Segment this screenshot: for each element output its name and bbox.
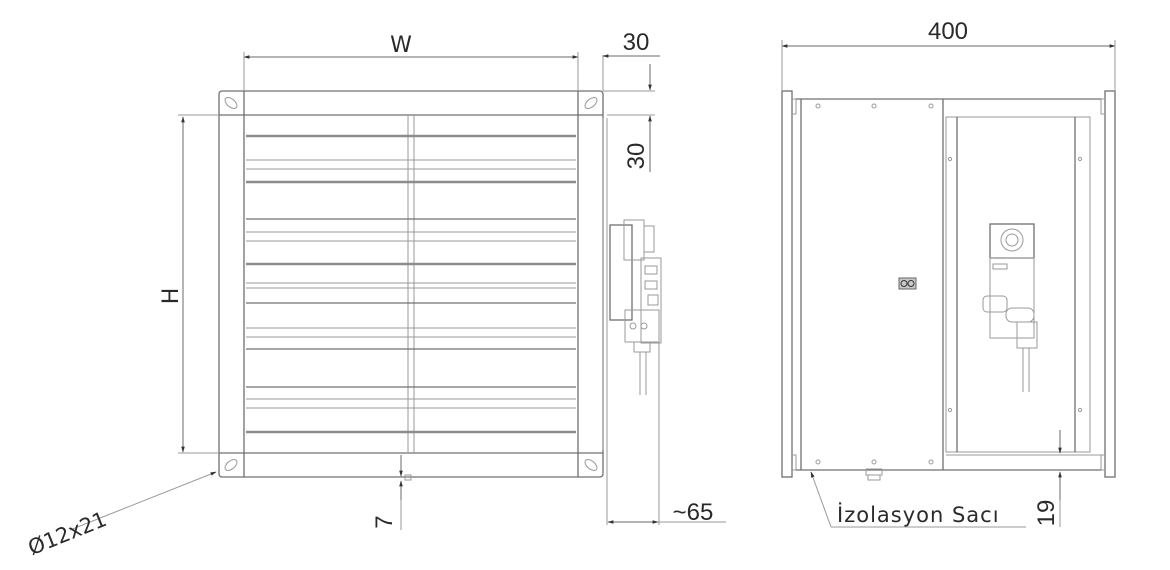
- dimension-30-side: 30: [623, 143, 650, 170]
- front-view: [218, 90, 662, 481]
- damper-blades: [246, 134, 576, 434]
- dimension-65: ~65: [673, 499, 714, 526]
- dimension-h: H: [159, 288, 184, 305]
- insulation-sheet-label: İzolasyon Sacı: [837, 502, 1000, 527]
- dimension-7: 7: [371, 515, 398, 528]
- mounting-slot-icon: [224, 97, 598, 471]
- front-dimensions: W H 30 30 ~65 7 Ø12x21: [25, 29, 726, 560]
- rivet-icon: [815, 103, 934, 465]
- dimension-mounting-hole: Ø12x21: [25, 507, 110, 560]
- dimension-19: 19: [1033, 500, 1060, 527]
- outer-flange-frame: [218, 90, 604, 478]
- side-view: [781, 90, 1116, 481]
- side-dimensions: 400 19 İzolasyon Sacı: [781, 18, 1116, 528]
- dimension-30-top: 30: [623, 29, 650, 56]
- dimension-w: W: [390, 33, 412, 58]
- actuator-front-icon: [982, 223, 1038, 392]
- actuator-side-icon: [609, 219, 662, 395]
- dimension-400: 400: [928, 18, 968, 45]
